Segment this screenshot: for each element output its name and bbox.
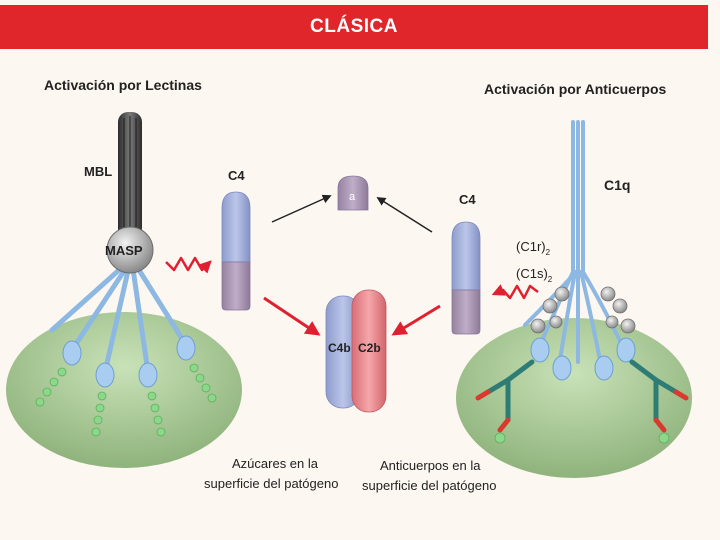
mbl-stalks [49, 259, 189, 375]
c1r-c1s-beads [530, 286, 636, 334]
antibody-caption-line2: superficie del patógeno [362, 478, 496, 493]
c2b-label: C2b [358, 341, 381, 355]
lectin-pathway: Activación por Lectinas MBL MASP Azúcare… [6, 77, 338, 491]
c1s-subscript: 2 [548, 275, 553, 284]
c4-right: C4 [451, 192, 481, 335]
c4-right-label: C4 [459, 192, 476, 207]
antibodies [475, 359, 689, 433]
mbl-molecule [118, 112, 142, 240]
c1s-label: (C1s)2 [516, 266, 553, 284]
masp-label: MASP [105, 243, 143, 258]
c1r-text: (C1r) [516, 239, 546, 254]
c1r-subscript: 2 [546, 248, 551, 257]
c2b-segment [351, 289, 387, 413]
arrow-c4left-to-fragment [271, 194, 332, 223]
c1q-heads [530, 337, 636, 381]
antibody-title: Activación por Anticuerpos [484, 81, 667, 97]
sugar-chains [35, 363, 217, 437]
arrow-c4right-to-complex [391, 304, 441, 336]
arrow-c4right-to-fragment [376, 197, 433, 233]
antigens [494, 432, 670, 444]
c1s-text: (C1s) [516, 266, 548, 281]
lectin-caption-line2: superficie del patógeno [204, 476, 338, 491]
title-banner: CLÁSICA [0, 5, 708, 49]
masp-sphere [106, 226, 154, 274]
c4-left: C4 [221, 168, 251, 311]
lectin-title: Activación por Lectinas [44, 77, 202, 93]
banner-title: CLÁSICA [310, 16, 398, 37]
c1q-stalks [523, 120, 624, 364]
c4b-c2b-complex: C4b C2b [325, 289, 387, 413]
c1q-label: C1q [604, 177, 630, 193]
mbl-heads [62, 335, 196, 388]
antibody-pathway: Activación por Anticuerpos C1q (C1r)2 (C… [362, 81, 692, 493]
fragment-label: a [349, 191, 356, 203]
c4b-label: C4b [328, 341, 351, 355]
zigzag-activation-right [491, 284, 539, 300]
c4a-fragment: a [337, 175, 369, 211]
antibody-caption-line1: Anticuerpos en la [380, 458, 481, 473]
lectin-caption-line1: Azúcares en la [232, 456, 319, 471]
c1r-label: (C1r)2 [516, 239, 551, 257]
zigzag-activation-left [165, 256, 212, 274]
arrow-c4left-to-complex [263, 296, 321, 336]
mbl-label: MBL [84, 164, 112, 179]
c4-left-label: C4 [228, 168, 245, 183]
